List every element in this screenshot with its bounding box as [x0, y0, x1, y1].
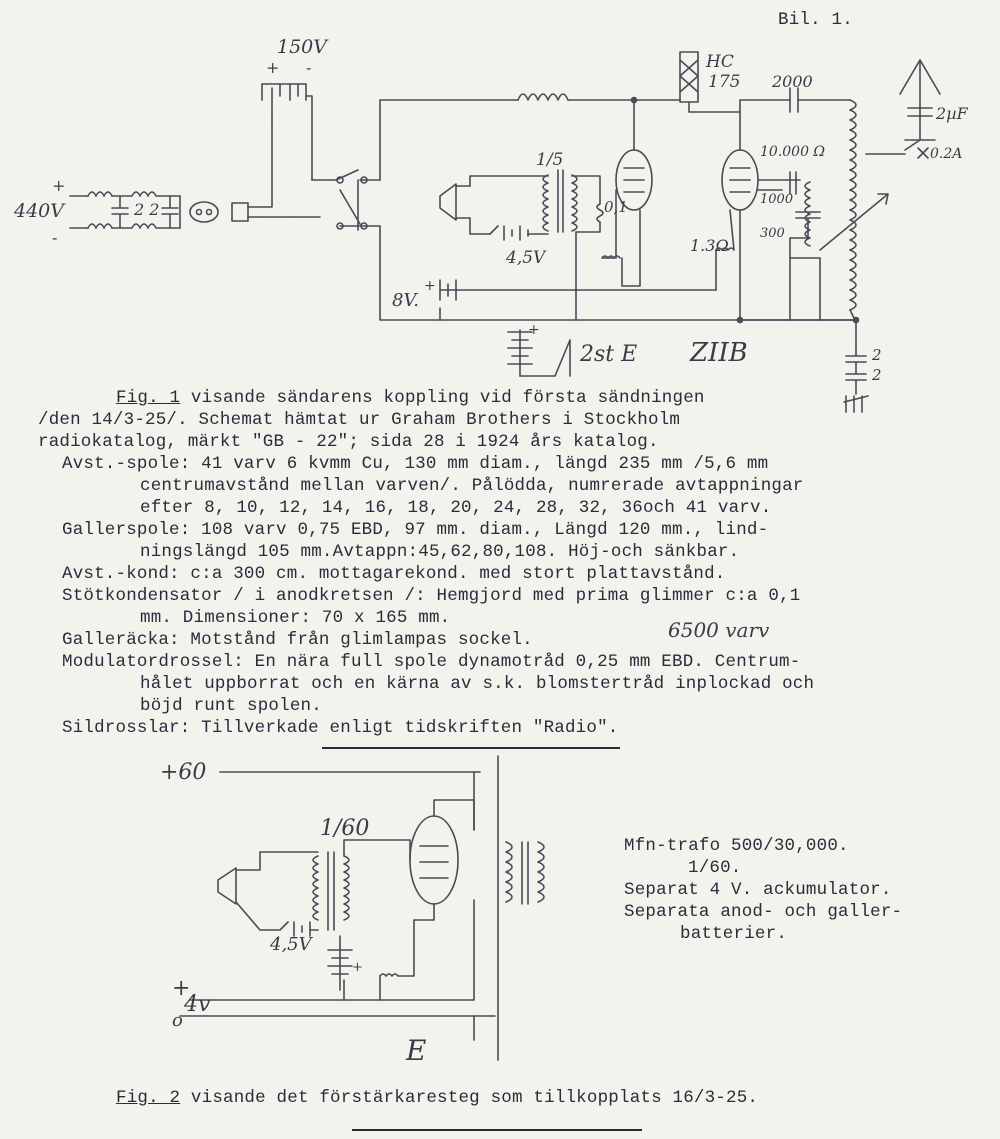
label-e: E — [406, 1034, 427, 1067]
label-tube-zIIb: ZIIB — [690, 338, 748, 368]
fig2-note-3: Separat 4 V. ackumulator. — [624, 880, 892, 900]
label-4v-zero: o — [172, 1010, 183, 1031]
label-ratio-1-60: 1/60 — [320, 816, 370, 841]
label-10000-ohm: 10.000 Ω — [760, 144, 826, 160]
label-c2000: 2000 — [772, 72, 813, 91]
fig2-note-5: batterier. — [680, 924, 788, 944]
label-hc-175: 175 — [708, 72, 741, 92]
fig1-spec-line-3: efter 8, 10, 12, 14, 16, 18, 20, 24, 28,… — [140, 498, 772, 518]
page-reference: Bil. 1. — [778, 10, 853, 30]
label-tube-2st-e: 2st E — [580, 342, 638, 367]
fig2-note-4: Separata anod- och galler- — [624, 902, 903, 922]
label-c300: 300 — [760, 226, 785, 241]
fig1-spec-line-7: Stötkondensator / i anodkretsen /: Hemgj… — [62, 586, 801, 606]
fig2-caption-text: visande det förstärkaresteg som tillkopp… — [180, 1088, 759, 1108]
handwritten-note-6500-varv: 6500 varv — [668, 618, 770, 642]
label-150v-plus: + — [266, 58, 280, 77]
label-440v-minus: - — [52, 228, 58, 247]
fig1-spec-line-12: böjd runt spolen. — [140, 696, 322, 716]
fig1-spec-line-2: centrumavstånd mellan varven/. Pålödda, … — [140, 476, 804, 496]
label-4-5v-fig2: 4,5V — [270, 934, 312, 955]
fig2-note-1: Mfn-trafo 500/30,000. — [624, 836, 849, 856]
fig1-spec-line-13: Sildrosslar: Tillverkade enligt tidskrif… — [62, 718, 619, 738]
label-8v-plus: + — [424, 278, 436, 294]
label-0-2a: 0.2A — [930, 146, 963, 162]
label-4v: 4v — [184, 992, 211, 1017]
fig1-caption-text: visande sändarens koppling vid första sä… — [180, 388, 705, 408]
label-fig2-plus-small: + — [352, 960, 363, 975]
fig1-spec-line-9: Galleräcka: Motstånd från glimlampas soc… — [62, 630, 533, 650]
label-ratio-1-5: 1/5 — [536, 150, 564, 170]
label-cap-22: 2 2 — [134, 200, 160, 219]
label-4v-plus: + — [172, 976, 191, 1001]
fig1-caption-line-1: Fig. 1 visande sändarens koppling vid fö… — [116, 388, 705, 408]
fig1-spec-line-5: ningslängd 105 mm.Avtappn:45,62,80,108. … — [140, 542, 740, 562]
label-hc: HC — [706, 52, 734, 72]
fig1-caption-line-2: /den 14/3-25/. Schemat hämtat ur Graham … — [38, 410, 681, 430]
label-4-5v: 4,5V — [506, 248, 546, 268]
label-440v: 440V — [14, 200, 64, 222]
fig1-spec-line-4: Gallerspole: 108 varv 0,75 EBD, 97 mm. d… — [62, 520, 769, 540]
label-cap-bottom-1: 2 — [872, 346, 882, 364]
label-150v: 150V — [277, 36, 327, 58]
label-440v-plus: + — [52, 176, 66, 195]
label-battery-plus: + — [528, 322, 540, 338]
label-0-1: 0,1 — [604, 198, 628, 216]
fig2-label: Fig. 2 — [116, 1088, 181, 1108]
label-150v-minus: - — [306, 58, 312, 77]
fig1-spec-line-11: hålet uppborrat och en kärna av s.k. blo… — [140, 674, 815, 694]
fig1-spec-line-6: Avst.-kond: c:a 300 cm. mottagarekond. m… — [62, 564, 726, 584]
fig1-caption-line-3: radiokatalog, märkt "GB - 22"; sida 28 i… — [38, 432, 659, 452]
label-8v: 8V. — [392, 290, 420, 311]
fig1-label: Fig. 1 — [116, 388, 181, 408]
fig1-spec-line-1: Avst.-spole: 41 varv 6 kvmm Cu, 130 mm d… — [62, 454, 769, 474]
fig1-spec-line-10: Modulatordrossel: En nära full spole dyn… — [62, 652, 801, 672]
label-c1000: 1000 — [760, 192, 794, 207]
label-plus-60: +60 — [160, 760, 207, 785]
fig1-spec-line-8: mm. Dimensioner: 70 x 165 mm. — [140, 608, 451, 628]
fig2-note-2: 1/60. — [688, 858, 742, 878]
fig2-caption: Fig. 2 visande det förstärkaresteg som t… — [116, 1088, 758, 1108]
label-cap-bottom-2: 2 — [872, 366, 882, 384]
label-2uf: 2µF — [936, 104, 968, 123]
label-1-3-ohm: 1.3Ω — [690, 236, 729, 255]
